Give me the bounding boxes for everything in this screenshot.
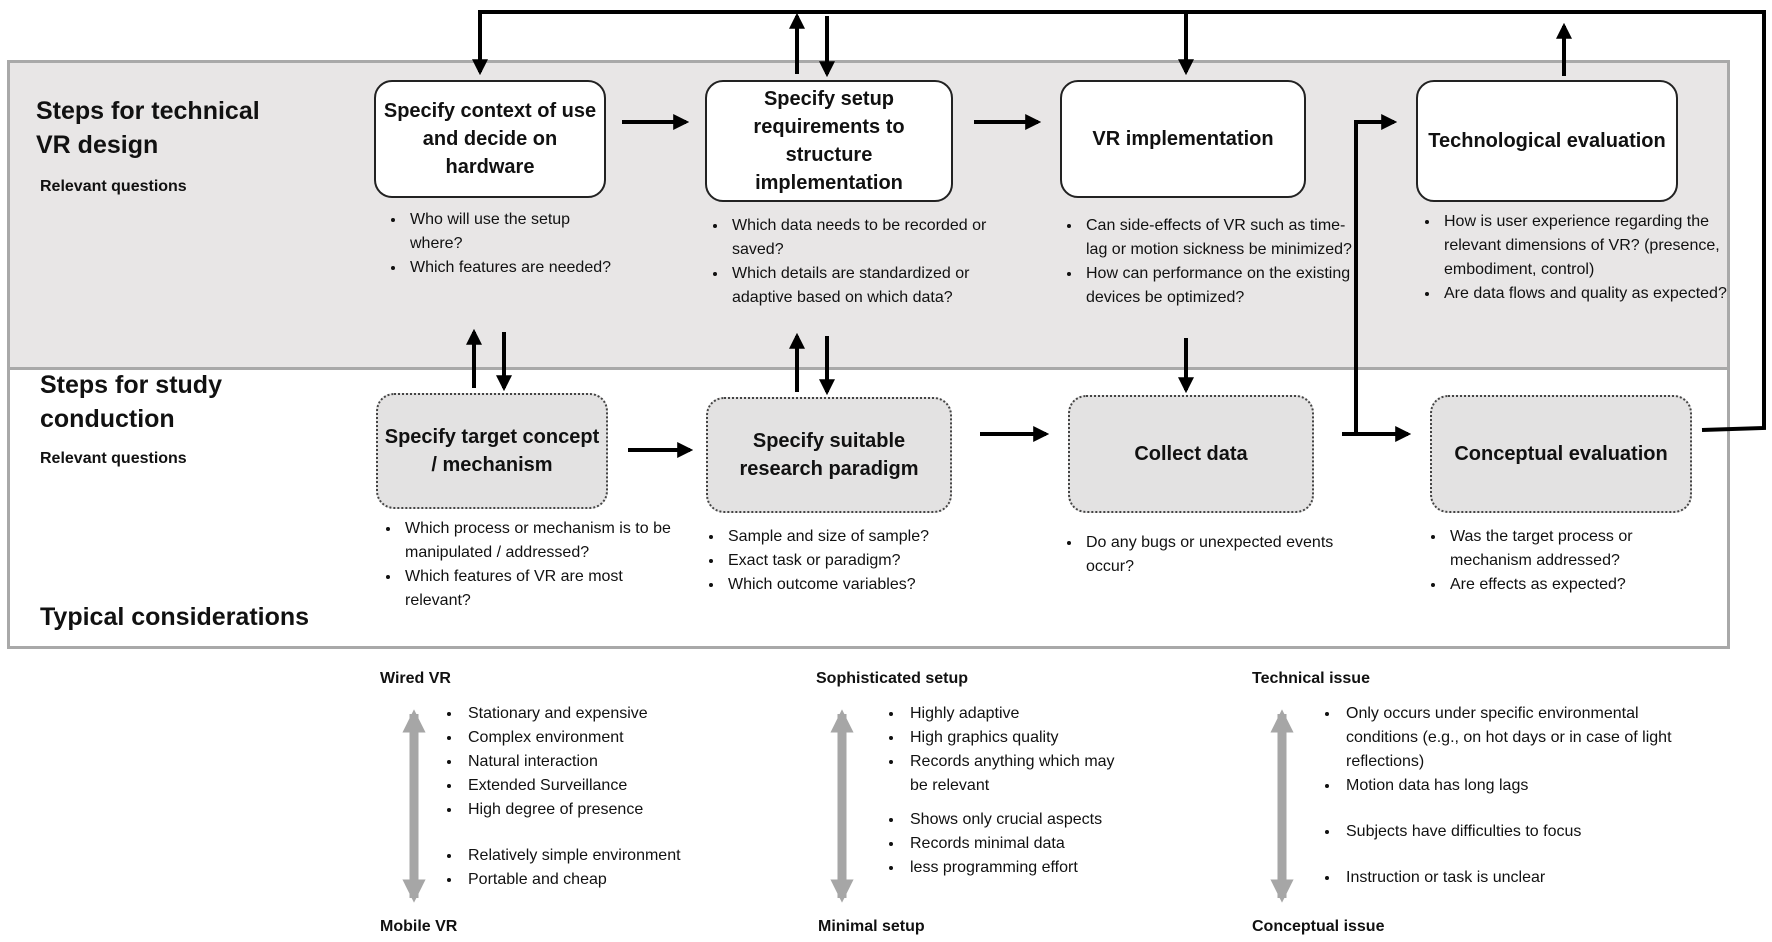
design-relevant-questions-label: Relevant questions xyxy=(40,178,187,195)
study-questions-research-paradigm: Sample and size of sample? Exact task or… xyxy=(698,525,1004,597)
consideration-top-sophisticated-setup: Sophisticated setup xyxy=(816,670,969,687)
question-item: Which process or mechanism is to be mani… xyxy=(401,517,671,565)
design-row-title: Steps for technical VR design xyxy=(36,97,260,159)
study-step-collect-data: Collect data xyxy=(1068,395,1314,513)
study-row-title: Steps for study conduction xyxy=(40,371,222,433)
consideration-list-vr-type: Stationary and expensive Complex environ… xyxy=(442,702,762,892)
considerations-title: Typical considerations xyxy=(40,603,310,631)
design-step-tech-evaluation: Technological evaluation xyxy=(1416,80,1678,202)
design-questions-requirements: Which data needs to be recorded or saved… xyxy=(702,214,1018,310)
design-step-context: Specify context of use and decide on har… xyxy=(374,80,606,198)
question-item: How can performance on the existing devi… xyxy=(1082,262,1362,310)
consideration-item: Natural interaction xyxy=(462,750,762,774)
question-item: Who will use the setup where? xyxy=(406,208,616,256)
consideration-item: Motion data has long lags xyxy=(1340,774,1680,798)
study-step-conceptual-evaluation: Conceptual evaluation xyxy=(1430,395,1692,513)
question-item: Can side-effects of VR such as time-lag … xyxy=(1082,214,1362,262)
consideration-item: Subjects have difficulties to focus xyxy=(1340,820,1680,844)
study-questions-conceptual-evaluation: Was the target process or mechanism addr… xyxy=(1420,525,1706,597)
consideration-top-wired-vr: Wired VR xyxy=(380,670,451,687)
study-questions-target-concept: Which process or mechanism is to be mani… xyxy=(375,517,671,613)
question-item: Are effects as expected? xyxy=(1446,573,1706,597)
question-item: Which data needs to be recorded or saved… xyxy=(728,214,1018,262)
consideration-item: Highly adaptive xyxy=(904,702,1134,726)
consideration-item: Relatively simple environment xyxy=(462,844,762,868)
question-item: Exact task or paradigm? xyxy=(724,549,1004,573)
consideration-item: High graphics quality xyxy=(904,726,1134,750)
consideration-item: Extended Surveillance xyxy=(462,774,762,798)
question-item: Are data flows and quality as expected? xyxy=(1440,282,1740,306)
consideration-list-issue: Only occurs under specific environmental… xyxy=(1320,702,1680,890)
question-item: Was the target process or mechanism addr… xyxy=(1446,525,1706,573)
study-step-target-concept: Specify target concept / mechanism xyxy=(376,393,608,509)
question-item: Which features of VR are most relevant? xyxy=(401,565,671,613)
question-item: Sample and size of sample? xyxy=(724,525,1004,549)
study-step-research-paradigm: Specify suitable research paradigm xyxy=(706,397,952,513)
design-step-requirements: Specify setup requirements to structure … xyxy=(705,80,953,202)
consideration-item: Portable and cheap xyxy=(462,868,762,892)
question-item: Which outcome variables? xyxy=(724,573,1004,597)
design-questions-implementation: Can side-effects of VR such as time-lag … xyxy=(1056,214,1362,310)
consideration-item: Only occurs under specific environmental… xyxy=(1340,702,1680,774)
consideration-bottom-minimal-setup: Minimal setup xyxy=(818,918,925,935)
design-questions-context: Who will use the setup where? Which feat… xyxy=(380,208,616,280)
consideration-item: High degree of presence xyxy=(462,798,762,822)
consideration-top-technical-issue: Technical issue xyxy=(1252,670,1370,687)
question-item: Which features are needed? xyxy=(406,256,616,280)
study-questions-collect-data: Do any bugs or unexpected events occur? xyxy=(1056,531,1342,579)
consideration-item: less programming effort xyxy=(904,856,1134,880)
consideration-bottom-conceptual-issue: Conceptual issue xyxy=(1252,918,1385,935)
design-step-implementation: VR implementation xyxy=(1060,80,1306,198)
consideration-list-setup: Highly adaptive High graphics quality Re… xyxy=(884,702,1134,880)
study-relevant-questions-label: Relevant questions xyxy=(40,450,187,467)
consideration-item: Records minimal data xyxy=(904,832,1134,856)
consideration-item: Instruction or task is unclear xyxy=(1340,866,1680,890)
consideration-item: Shows only crucial aspects xyxy=(904,808,1134,832)
consideration-item: Stationary and expensive xyxy=(462,702,762,726)
question-item: Which details are standardized or adapti… xyxy=(728,262,1018,310)
question-item: Do any bugs or unexpected events occur? xyxy=(1082,531,1342,579)
consideration-bottom-mobile-vr: Mobile VR xyxy=(380,918,458,935)
consideration-item: Complex environment xyxy=(462,726,762,750)
design-questions-tech-evaluation: How is user experience regarding the rel… xyxy=(1414,210,1740,306)
consideration-item: Records anything which may be relevant xyxy=(904,750,1134,798)
question-item: How is user experience regarding the rel… xyxy=(1440,210,1740,282)
